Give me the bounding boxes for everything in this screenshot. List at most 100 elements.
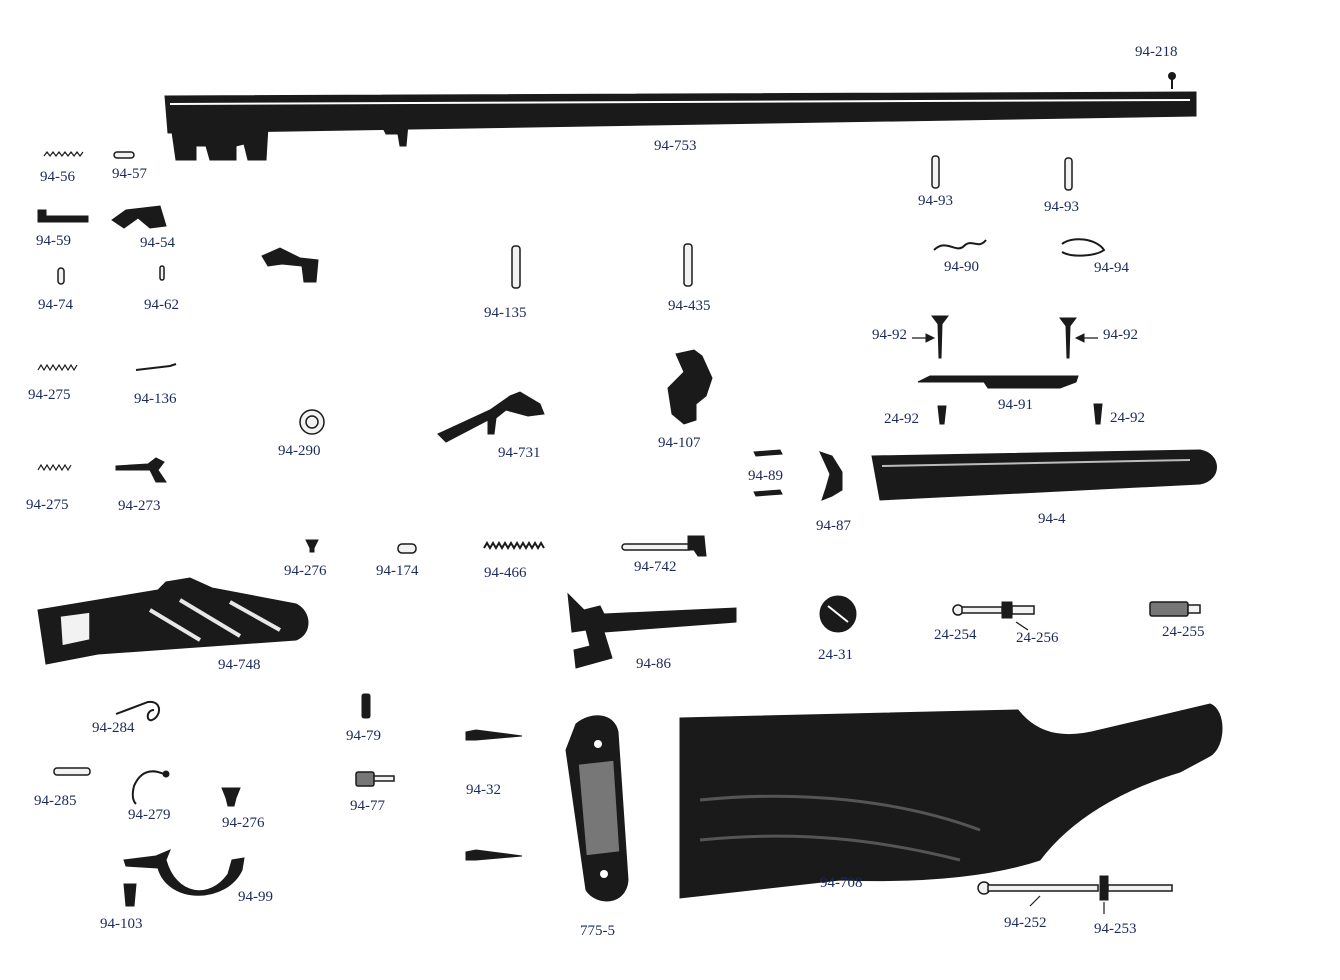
- label-94-74: 94-74: [38, 297, 73, 313]
- bolt-part-94-86: [567, 592, 737, 669]
- block-part-94-77: [355, 771, 395, 787]
- label-94-59: 94-59: [36, 233, 71, 249]
- label-94-57: 94-57: [112, 166, 147, 182]
- label-94-56: 94-56: [40, 169, 75, 185]
- label-94-708: 94-708: [820, 875, 863, 891]
- nut-part-24-256: [1001, 601, 1035, 631]
- label-775-5: 775-5: [580, 923, 615, 939]
- label-94-466: 94-466: [484, 565, 527, 581]
- lever-part-94-54: [111, 205, 167, 229]
- screw-part-24-254: [952, 604, 1003, 616]
- label-94-4: 94-4: [1038, 511, 1066, 527]
- nut-part-24-255: [1149, 601, 1201, 617]
- spring-part-94-56: [43, 151, 84, 157]
- screw-part-24-92-left: [937, 405, 947, 425]
- pin-part-94-174: [397, 543, 417, 554]
- hammer-part: [261, 247, 319, 283]
- label-94-77: 94-77: [350, 798, 385, 814]
- barrel-part: [164, 91, 1197, 161]
- label-94-742: 94-742: [634, 559, 677, 575]
- washer-part-94-290: [299, 409, 325, 435]
- label-94-279: 94-279: [128, 807, 171, 823]
- label-94-54: 94-54: [140, 235, 175, 251]
- front-sight-part: [1168, 72, 1176, 89]
- pin-part-94-62: [159, 265, 165, 281]
- label-94-103: 94-103: [100, 916, 143, 932]
- screw-part-94-92-left: [912, 315, 949, 359]
- stock-part-94-708: [679, 703, 1223, 899]
- label-94-89: 94-89: [748, 468, 783, 484]
- label-94-285: 94-285: [34, 793, 77, 809]
- label-94-276-lower: 94-276: [222, 815, 265, 831]
- label-94-273: 94-273: [118, 498, 161, 514]
- trigger-guard-part-94-99: [123, 849, 245, 896]
- label-94-276-upper: 94-276: [284, 563, 327, 579]
- label-94-748: 94-748: [218, 657, 261, 673]
- label-94-93-left: 94-93: [918, 193, 953, 209]
- label-94-136: 94-136: [134, 391, 177, 407]
- screws-part-94-89: [753, 449, 783, 497]
- grip-part-94-748: [37, 577, 309, 665]
- label-24-31: 24-31: [818, 647, 853, 663]
- label-94-92-left: 94-92: [872, 327, 907, 343]
- bolt-part-94-252: [977, 881, 1099, 907]
- butt-plate-part-775-5: [565, 715, 629, 902]
- label-94-253: 94-253: [1094, 921, 1137, 937]
- screw-part-94-103: [123, 883, 137, 907]
- label-94-275-upper: 94-275: [28, 387, 71, 403]
- label-94-275-lower: 94-275: [26, 497, 69, 513]
- label-94-62: 94-62: [144, 297, 179, 313]
- label-94-92-right: 94-92: [1103, 327, 1138, 343]
- iron-part-94-87: [819, 451, 843, 501]
- pin-part-94-79: [361, 693, 371, 719]
- spring-part-94-275-upper: [37, 363, 78, 372]
- forend-part-94-4: [871, 449, 1217, 501]
- spring-part-94-90: [933, 239, 987, 251]
- screws-part-94-32: [465, 729, 523, 861]
- label-94-135: 94-135: [484, 305, 527, 321]
- label-94-435: 94-435: [668, 298, 711, 314]
- label-94-290: 94-290: [278, 443, 321, 459]
- lever-part-94-59: [37, 209, 89, 223]
- pin-part-94-135: [511, 245, 521, 289]
- pin-part-94-74: [57, 267, 65, 285]
- knob-part-24-31: [819, 595, 857, 633]
- label-24-255: 24-255: [1162, 624, 1205, 640]
- label-94-252: 94-252: [1004, 915, 1047, 931]
- pin-part-94-136: [135, 363, 177, 371]
- label-94-753: 94-753: [654, 138, 697, 154]
- fork-part-94-273: [115, 457, 167, 483]
- label-94-86: 94-86: [636, 656, 671, 672]
- screw-part-24-92-right: [1093, 403, 1103, 425]
- label-94-731: 94-731: [498, 445, 541, 461]
- label-94-94: 94-94: [1094, 260, 1129, 276]
- screw-part-94-276-upper: [305, 539, 319, 553]
- label-94-79: 94-79: [346, 728, 381, 744]
- label-24-92-right: 24-92: [1110, 410, 1145, 426]
- pin-part-94-93-left: [931, 155, 940, 189]
- label-94-284: 94-284: [92, 720, 135, 736]
- pin-part-94-93-right: [1064, 157, 1073, 191]
- clip-part-94-94: [1061, 238, 1106, 257]
- spring-part-94-466: [483, 541, 545, 550]
- washer-part-94-253: [1099, 875, 1173, 914]
- screw-part-94-276-lower: [221, 787, 241, 807]
- pin-part-94-285: [53, 767, 91, 776]
- label-24-92-left: 24-92: [884, 411, 919, 427]
- spring-part-94-279: [131, 770, 170, 805]
- label-94-91: 94-91: [998, 397, 1033, 413]
- pin-part-94-57: [113, 151, 135, 159]
- label-94-93-right: 94-93: [1044, 199, 1079, 215]
- spring-part-94-275-lower: [37, 463, 72, 472]
- sear-part-94-107: [667, 349, 713, 425]
- label-24-254: 24-254: [934, 627, 977, 643]
- spring-part-94-284: [115, 700, 160, 722]
- rod-part-94-742: [621, 535, 707, 557]
- label-94-32: 94-32: [466, 782, 501, 798]
- lever-part-94-731: [437, 391, 545, 443]
- pin-part-94-435: [683, 243, 693, 287]
- label-94-90: 94-90: [944, 259, 979, 275]
- label-94-174: 94-174: [376, 563, 419, 579]
- label-94-107: 94-107: [658, 435, 701, 451]
